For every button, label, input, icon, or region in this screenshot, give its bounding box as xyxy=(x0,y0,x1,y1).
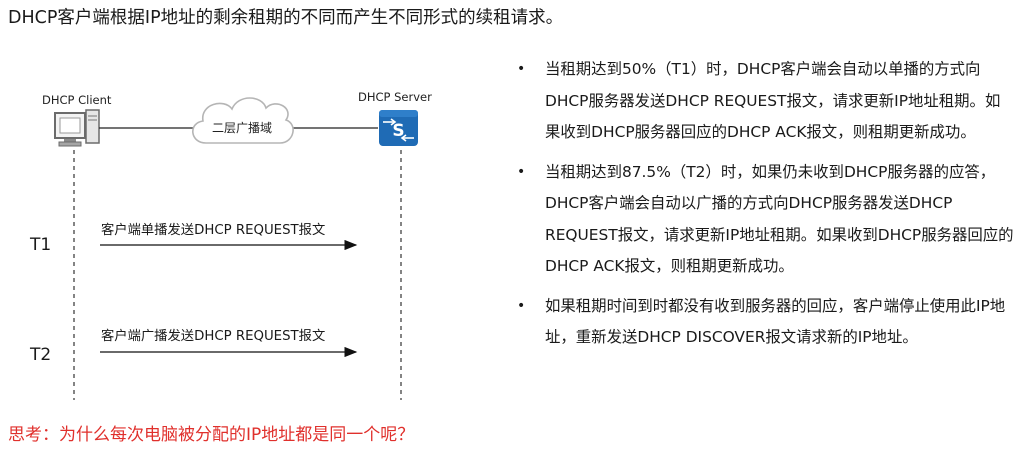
bullet-text: 当租期达到50%（T1）时，DHCP客户端会自动以单播的方式向DHCP服务器发送… xyxy=(545,60,1001,141)
bullet-item: • 如果租期时间到时都没有收到服务器的回应，客户端停止使用此IP地址，重新发送D… xyxy=(515,291,1015,354)
switch-letter: S xyxy=(392,121,404,141)
cloud-icon xyxy=(192,97,294,144)
dhcp-renewal-diagram: DHCP Client DHCP Server 二层广播域 S 客户端单播发送D… xyxy=(29,90,432,400)
computer-icon xyxy=(54,109,100,147)
server-label: DHCP Server xyxy=(358,90,432,104)
slide-title: DHCP客户端根据IP地址的剩余租期的不同而产生不同形式的续租请求。 xyxy=(8,8,564,28)
step-timer-t1: T1 xyxy=(29,235,51,255)
bullet-dot-icon: • xyxy=(517,61,526,77)
bullet-dot-icon: • xyxy=(517,163,526,180)
bullet-text: 如果租期时间到时都没有收到服务器的回应，客户端停止使用此IP地址，重新发送DHC… xyxy=(545,296,1006,347)
client-label: DHCP Client xyxy=(42,93,112,107)
think-question: 思考：为什么每次电脑被分配的IP地址都是同一个呢？ xyxy=(8,425,415,445)
step-message-t1: 客户端单播发送DHCP REQUEST报文 xyxy=(101,221,325,238)
step-message-t2: 客户端广播发送DHCP REQUEST报文 xyxy=(101,327,325,344)
explanation-list: • 当租期达到50%（T1）时，DHCP客户端会自动以单播的方式向DHCP服务器… xyxy=(515,54,1015,362)
switch-icon xyxy=(379,110,418,146)
bullet-dot-icon: • xyxy=(517,297,526,314)
cloud-label: 二层广播域 xyxy=(212,121,272,135)
step-timer-t2: T2 xyxy=(29,345,51,365)
bullet-item: • 当租期达到50%（T1）时，DHCP客户端会自动以单播的方式向DHCP服务器… xyxy=(515,54,1015,149)
bullet-text: 当租期达到87.5%（T2）时，如果仍未收到DHCP服务器的应答，DHCP客户端… xyxy=(545,162,1014,276)
bullet-item: • 当租期达到87.5%（T2）时，如果仍未收到DHCP服务器的应答，DHCP客… xyxy=(515,157,1015,283)
